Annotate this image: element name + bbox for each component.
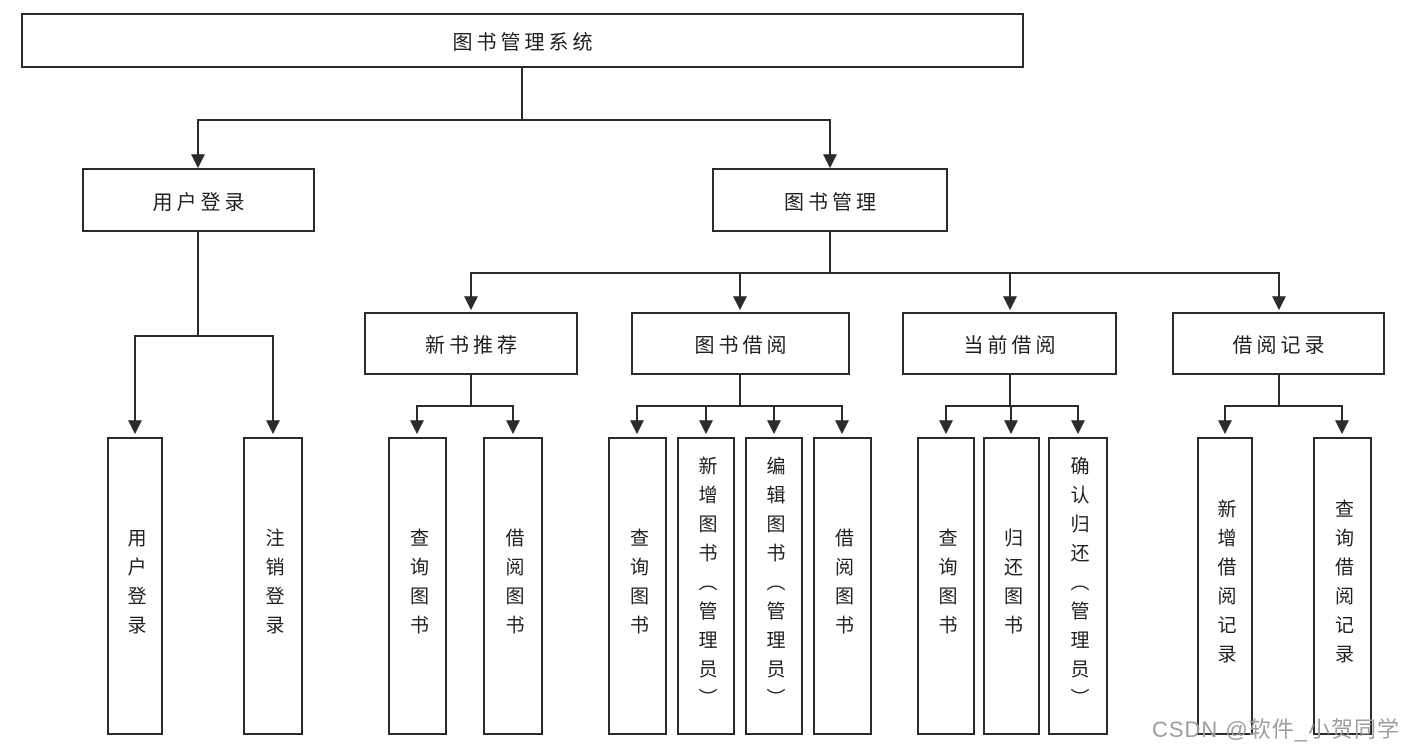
node-current-borrowing: 当前借阅 — [902, 312, 1117, 375]
node-book-management-label: 图书管理 — [784, 191, 880, 214]
leaf-br-query-record-label: 查询借阅记录 — [1332, 499, 1353, 673]
node-book-borrowing: 图书借阅 — [631, 312, 850, 375]
node-book-management: 图书管理 — [712, 168, 948, 232]
leaf-bb-borrow-book: 借阅图书 — [813, 437, 872, 735]
node-root-label: 图书管理系统 — [452, 32, 597, 54]
leaf-bb-edit-book-admin: 编辑图书（管理员） — [745, 437, 803, 735]
leaf-nbr-borrow-book: 借阅图书 — [483, 437, 543, 735]
leaf-nbr-query-book: 查询图书 — [388, 437, 447, 735]
leaf-cb-query-book: 查询图书 — [917, 437, 975, 735]
leaf-cb-confirm-return-admin-label: 确认归还（管理员） — [1067, 455, 1089, 717]
leaf-nbr-borrow-book-label: 借阅图书 — [502, 528, 524, 644]
node-borrowing-records: 借阅记录 — [1172, 312, 1385, 375]
node-borrowing-records-label: 借阅记录 — [1232, 335, 1329, 357]
leaf-bb-borrow-book-label: 借阅图书 — [832, 528, 853, 644]
leaf-cb-confirm-return-admin: 确认归还（管理员） — [1048, 437, 1108, 735]
node-new-book-recommend-label: 新书推荐 — [425, 335, 521, 357]
node-current-borrowing-label: 当前借阅 — [963, 335, 1060, 357]
leaf-logout: 注销登录 — [243, 437, 303, 735]
leaf-bb-query-book: 查询图书 — [608, 437, 667, 735]
leaf-br-add-record-label: 新增借阅记录 — [1214, 499, 1236, 673]
node-user-login: 用户登录 — [82, 168, 315, 232]
leaf-cb-query-book-label: 查询图书 — [935, 528, 957, 644]
leaf-user-login: 用户登录 — [107, 437, 163, 735]
node-user-login-label: 用户登录 — [152, 191, 249, 214]
node-book-borrowing-label: 图书借阅 — [694, 335, 791, 357]
leaf-bb-add-book-admin: 新增图书（管理员） — [677, 437, 735, 735]
leaf-br-add-record: 新增借阅记录 — [1197, 437, 1253, 735]
leaf-cb-return-book-label: 归还图书 — [1001, 528, 1022, 644]
leaf-cb-return-book: 归还图书 — [983, 437, 1040, 735]
leaf-br-query-record: 查询借阅记录 — [1313, 437, 1372, 735]
node-root: 图书管理系统 — [21, 13, 1024, 68]
leaf-logout-label: 注销登录 — [262, 528, 284, 644]
leaf-bb-add-book-admin-label: 新增图书（管理员） — [695, 455, 717, 717]
leaf-bb-edit-book-admin-label: 编辑图书（管理员） — [763, 455, 785, 717]
node-new-book-recommend: 新书推荐 — [364, 312, 578, 375]
leaf-bb-query-book-label: 查询图书 — [627, 528, 648, 644]
leaf-nbr-query-book-label: 查询图书 — [407, 528, 428, 644]
watermark: CSDN @软件_小贺同学 — [1151, 717, 1400, 742]
leaf-user-login-label: 用户登录 — [124, 528, 146, 644]
